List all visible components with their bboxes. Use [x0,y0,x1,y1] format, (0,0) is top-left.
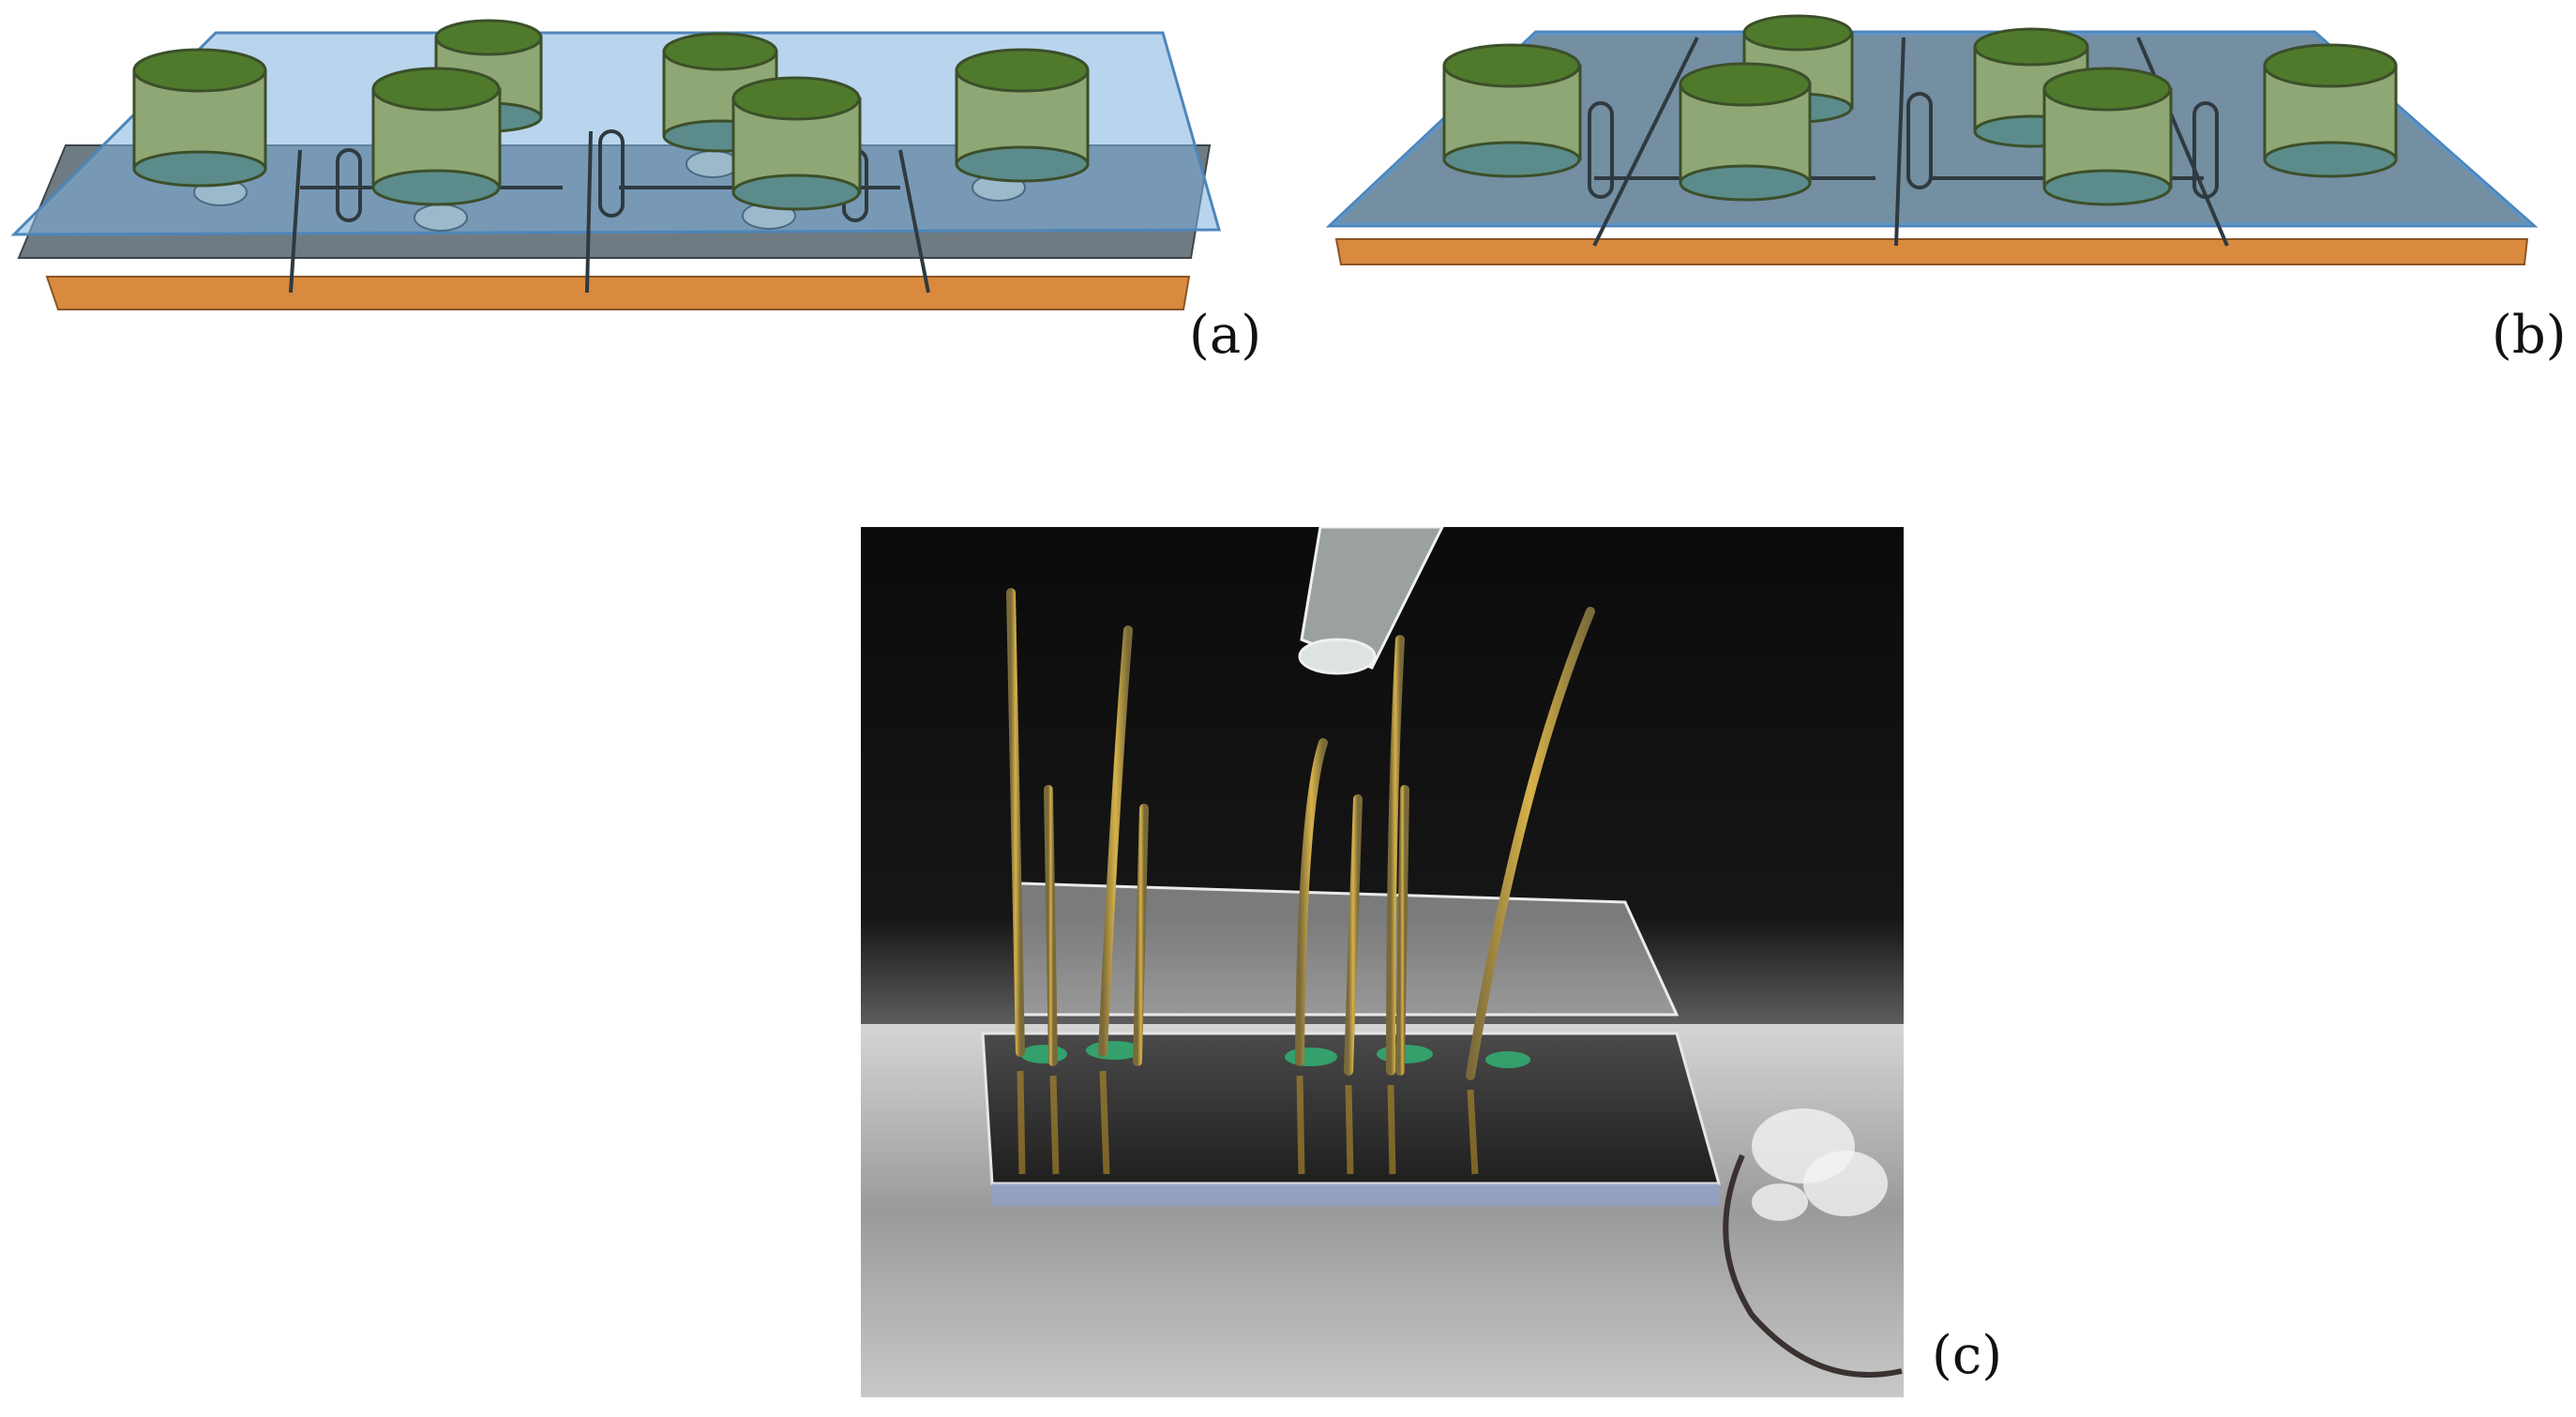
chip-edge-reflection [992,1183,1719,1206]
panel-label-c: (c) [1932,1325,2003,1386]
panel-label-a: (a) [1189,305,1262,366]
tube-reflections [1017,1070,1479,1175]
tweezers [1723,1153,1903,1378]
chip-photo-drawing [861,527,1904,1397]
chip-model-b-drawing [1325,14,2538,265]
reservoir-3 [1679,62,1812,202]
panel-b-chip-model [1313,0,2576,375]
panel-a-chip-model [0,0,1294,375]
reservoir-5 [2042,67,2173,206]
cotton-fibers [1752,1108,1888,1221]
reservoir-1 [1442,43,1582,178]
reservoir-1 [132,48,267,188]
reservoirs [132,19,1090,211]
reservoir-5 [731,76,862,211]
substrate-layer [45,276,1191,310]
chip-model-a-drawing [10,19,1221,310]
reservoirs [1442,14,2398,206]
inlet-tubes [1006,588,1595,1080]
substrate-layer [1334,238,2529,265]
panel-c-photo [861,527,1904,1397]
reservoir-6 [2263,43,2398,178]
panel-label-b: (b) [2492,305,2567,366]
syringe [1298,527,1444,675]
reservoir-6 [955,48,1090,183]
reservoir-3 [371,67,502,206]
